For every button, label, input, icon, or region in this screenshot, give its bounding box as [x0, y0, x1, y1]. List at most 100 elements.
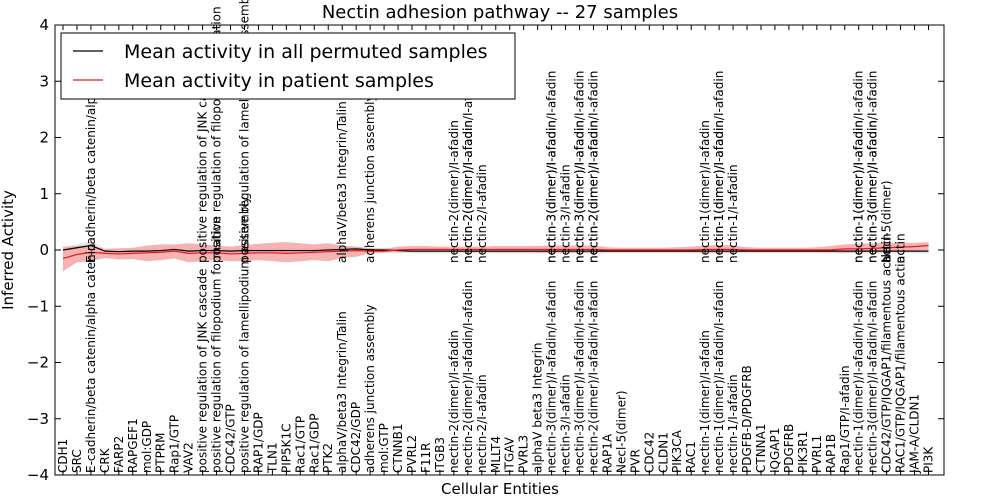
x-axis-ticks [62, 25, 930, 475]
category-label: ITGAV [503, 436, 517, 473]
category-label: CDC42/GTP/IQGAP1/filamentous actin [880, 247, 894, 473]
upper-category-label: nectin-3(dimer)/I-afadin [545, 120, 559, 263]
upper-category-label: nectin-2(dimer)/I-afadin/I-afadin [461, 71, 475, 263]
category-label: TLN1 [265, 442, 279, 474]
category-label: nectin-3(dimer)/I-afadin/I-afadin [573, 281, 587, 473]
upper-category-label: actin [880, 233, 894, 263]
category-label: PI3K [922, 446, 936, 473]
category-label: Rac1/GDP [307, 414, 321, 473]
upper-category-label: nectin-3(dimer)/I-afadin/I-afadin [545, 71, 559, 263]
upper-category-label: nectin-2(dimer)/I-afadin [461, 120, 475, 263]
y-tick-label: −4 [27, 466, 49, 484]
category-label: PVR [628, 449, 642, 473]
category-label: CTNNB1 [391, 423, 405, 473]
upper-category-label: alphaV/beta3 Integrin/Talin [335, 101, 349, 263]
y-tick-label: −3 [27, 410, 49, 428]
category-label: VAV2 [182, 442, 196, 473]
category-label: Rap1/GTP [168, 415, 182, 473]
y-tick-label: 3 [39, 72, 49, 90]
category-label: RAPGEF1 [126, 418, 140, 473]
category-label: positive regulation of lamellipodium ass… [237, 196, 251, 473]
upper-category-label: nectin-2(dimer)/I-afadin/I-afadin [586, 71, 600, 263]
category-label: Rap1/GTP/I-afadin [838, 365, 852, 473]
category-label: nectin-2(dimer)/I-afadin/I-afadin [586, 281, 600, 473]
y-axis-title: Inferred Activity [0, 190, 17, 310]
category-label: Rac1/GTP [293, 416, 307, 473]
legend: Mean activity in all permuted samples Me… [60, 32, 516, 100]
series-lines [62, 244, 929, 260]
category-label: PVRL2 [405, 435, 419, 473]
category-label: ITGB3 [433, 437, 447, 473]
upper-category-label: nectin-2/I-afadin [475, 164, 489, 263]
category-label: SRC [70, 449, 84, 473]
category-label: MLLT4 [489, 436, 503, 473]
category-label: PDGFB-D/PDGFRB [740, 365, 754, 473]
upper-category-label: nectin-1(dimer)/I-afadin/I-afadin [852, 71, 866, 263]
category-label: nectin-3/I-afadin [559, 374, 573, 473]
category-label: nectin-1(dimer)/I-afadin [698, 330, 712, 473]
category-label: alphaV/beta3 Integrin/Talin [335, 311, 349, 473]
category-label: PIP5K1C [279, 423, 293, 473]
upper-category-label: nectin-1(dimer)/I-afadin [712, 120, 726, 263]
category-label: nectin-3(dimer)/I-afadin/I-afadin [545, 281, 559, 473]
upper-category-label: nectin-2(dimer)/I-afadin [447, 120, 461, 263]
category-label: RAP1B [824, 434, 838, 473]
category-label: nectin-2(dimer)/I-afadin/I-afadin [461, 281, 475, 473]
category-label: CLDN1 [656, 432, 670, 473]
category-label: mol:GDP [140, 421, 154, 473]
category-label: nectin-2(dimer)/I-afadin [447, 330, 461, 473]
y-tick-label: −2 [27, 354, 49, 372]
category-label: positive regulation of filopodium format… [210, 216, 224, 473]
y-tick-label: 0 [39, 241, 49, 259]
y-tick-label: 1 [39, 185, 49, 203]
category-label: nectin-1(dimer)/I-afadin/I-afadin [712, 281, 726, 473]
category-label: positive regulation of JNK cascade [196, 269, 210, 473]
upper-category-label: nectin-1(dimer)/I-afadin [852, 120, 866, 263]
upper-category-label: nectin-1(dimer)/I-afadin [698, 120, 712, 263]
category-label: RAP1/GDP [251, 412, 265, 473]
category-label: alphaV beta3 Integrin [531, 342, 545, 473]
category-label: JAM-A/CLDN1 [908, 394, 922, 474]
category-label: PIK3R1 [796, 431, 810, 473]
category-label: FARP2 [112, 436, 126, 473]
category-label: CTNNA1 [754, 423, 768, 473]
category-label: E-cadherin/beta catenin/alpha catenin [84, 243, 98, 473]
category-label: nectin-1/I-afadin [726, 374, 740, 473]
upper-category-label: adherens junction assembly [363, 94, 377, 263]
category-label: PIK3CA [670, 429, 684, 473]
y-tick-label: 2 [39, 129, 49, 147]
upper-category-label: nectin-3(dimer)/I-afadin/I-afadin [573, 71, 587, 263]
category-label: CDH1 [56, 439, 70, 473]
upper-category-label: nectin-3(dimer)/I-afadin [573, 120, 587, 263]
category-label: CDC42/GDP [349, 402, 363, 473]
legend-box [60, 32, 516, 100]
category-label: nectin-2/I-afadin [475, 374, 489, 473]
category-label: IQGAP1 [768, 428, 782, 473]
category-label: RAC1 [684, 441, 698, 473]
category-label: PVRL1 [810, 435, 824, 473]
category-label: mol:GTP [377, 423, 391, 473]
x-axis-title: Cellular Entities [441, 480, 559, 498]
upper-category-label: Necl-5(dimer) [880, 180, 894, 263]
upper-category-label: nectin-3(dimer)/I-afadin/I-afadin [866, 71, 880, 263]
category-label: Necl-5(dimer) [614, 390, 628, 473]
upper-category-label: nectin-1/I-afadin [726, 164, 740, 263]
upper-category-label: nectin-3/I-afadin [559, 164, 573, 263]
upper-category-label: nectin-1(dimer)/I-afadin/I-afadin [712, 71, 726, 263]
category-label: PDGFRB [782, 424, 796, 473]
chart-title: Nectin adhesion pathway -- 27 samples [322, 2, 678, 23]
upper-category-label: nectin-2(dimer)/I-afadin [586, 120, 600, 263]
category-label: CDC42/GTP [224, 404, 238, 473]
category-label: CDC42 [642, 432, 656, 473]
y-tick-label: 4 [39, 16, 49, 34]
category-label: nectin-3(dimer)/I-afadin/I-afadin [866, 281, 880, 473]
series-line-patient [62, 244, 929, 260]
category-label: PVRL3 [517, 435, 531, 473]
series-line-permuted [62, 244, 929, 253]
category-label: RAC1/GTP/IQGAP1/filamentous actin [894, 256, 908, 473]
category-label: nectin-1(dimer)/I-afadin/I-afadin [852, 281, 866, 473]
